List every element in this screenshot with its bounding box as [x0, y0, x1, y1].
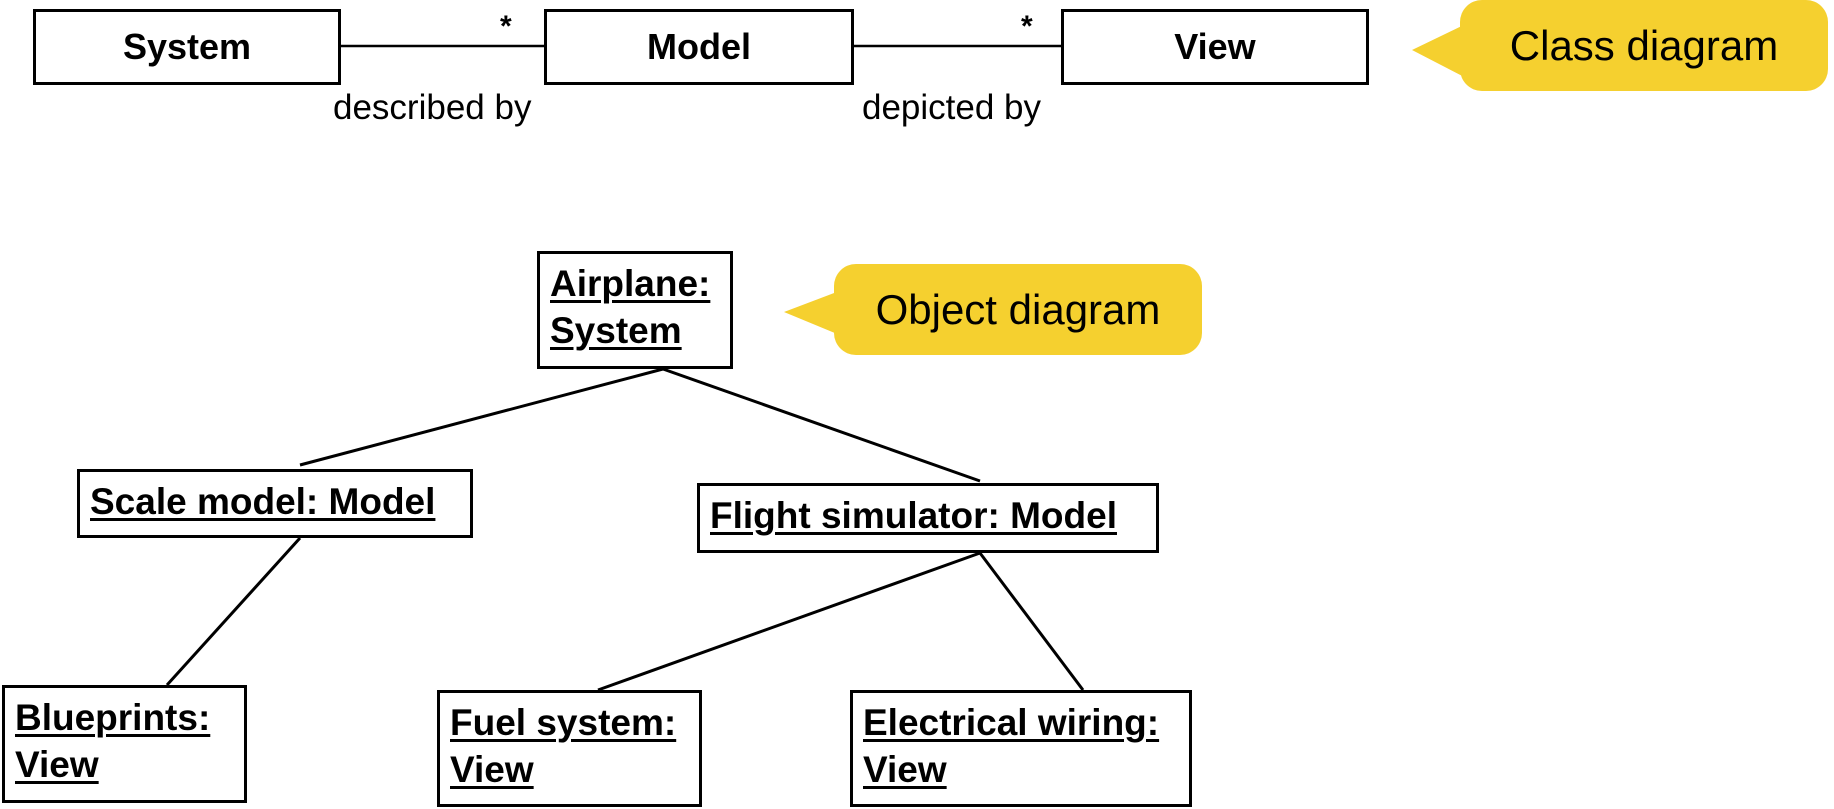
object-flight-simulator-label: Flight simulator: Model [710, 495, 1117, 536]
object-scale-model-label: Scale model: Model [90, 481, 436, 522]
class-system-label: System [122, 26, 252, 67]
class-view-label: View [1174, 26, 1256, 67]
object-diagram-callout-text: Object diagram [875, 285, 1161, 333]
association-label-described-by: described by [333, 88, 532, 127]
link-scale-model-blueprints [165, 536, 302, 687]
object-electrical-wiring-name: Electrical wiring: [863, 702, 1160, 743]
link-airplane-flight-simulator [662, 367, 981, 483]
multiplicity-model-view: * [1021, 10, 1033, 43]
class-diagram-callout-text: Class diagram [1509, 21, 1779, 69]
object-airplane-class: System [550, 310, 682, 351]
object-callout-pointer [784, 290, 842, 336]
link-airplane-scale-model [299, 367, 664, 467]
class-diagram-callout: Class diagram [1460, 0, 1828, 91]
object-electrical-wiring: Electrical wiring: View [850, 690, 1192, 807]
object-fuel-system-name: Fuel system: [450, 702, 677, 743]
link-flight-simulator-fuel-system [597, 551, 981, 692]
object-blueprints-class: View [15, 744, 99, 785]
object-scale-model: Scale model: Model [77, 469, 473, 538]
object-electrical-wiring-class: View [863, 749, 947, 790]
object-fuel-system: Fuel system: View [437, 690, 702, 807]
association-label-depicted-by: depicted by [862, 88, 1042, 127]
object-airplane-name: Airplane: [550, 263, 711, 304]
object-flight-simulator: Flight simulator: Model [697, 483, 1159, 553]
link-flight-simulator-electrical-wiring [978, 552, 1085, 691]
object-diagram-callout: Object diagram [834, 264, 1202, 355]
object-blueprints: Blueprints: View [2, 685, 247, 803]
class-model: Model [544, 9, 854, 85]
multiplicity-system-model: * [500, 10, 512, 43]
class-system: System [33, 9, 341, 85]
object-blueprints-name: Blueprints: [15, 697, 211, 738]
class-model-label: Model [647, 26, 751, 67]
object-fuel-system-class: View [450, 749, 534, 790]
class-view: View [1061, 9, 1369, 85]
object-airplane: Airplane: System [537, 251, 733, 369]
class-callout-pointer [1412, 22, 1470, 80]
